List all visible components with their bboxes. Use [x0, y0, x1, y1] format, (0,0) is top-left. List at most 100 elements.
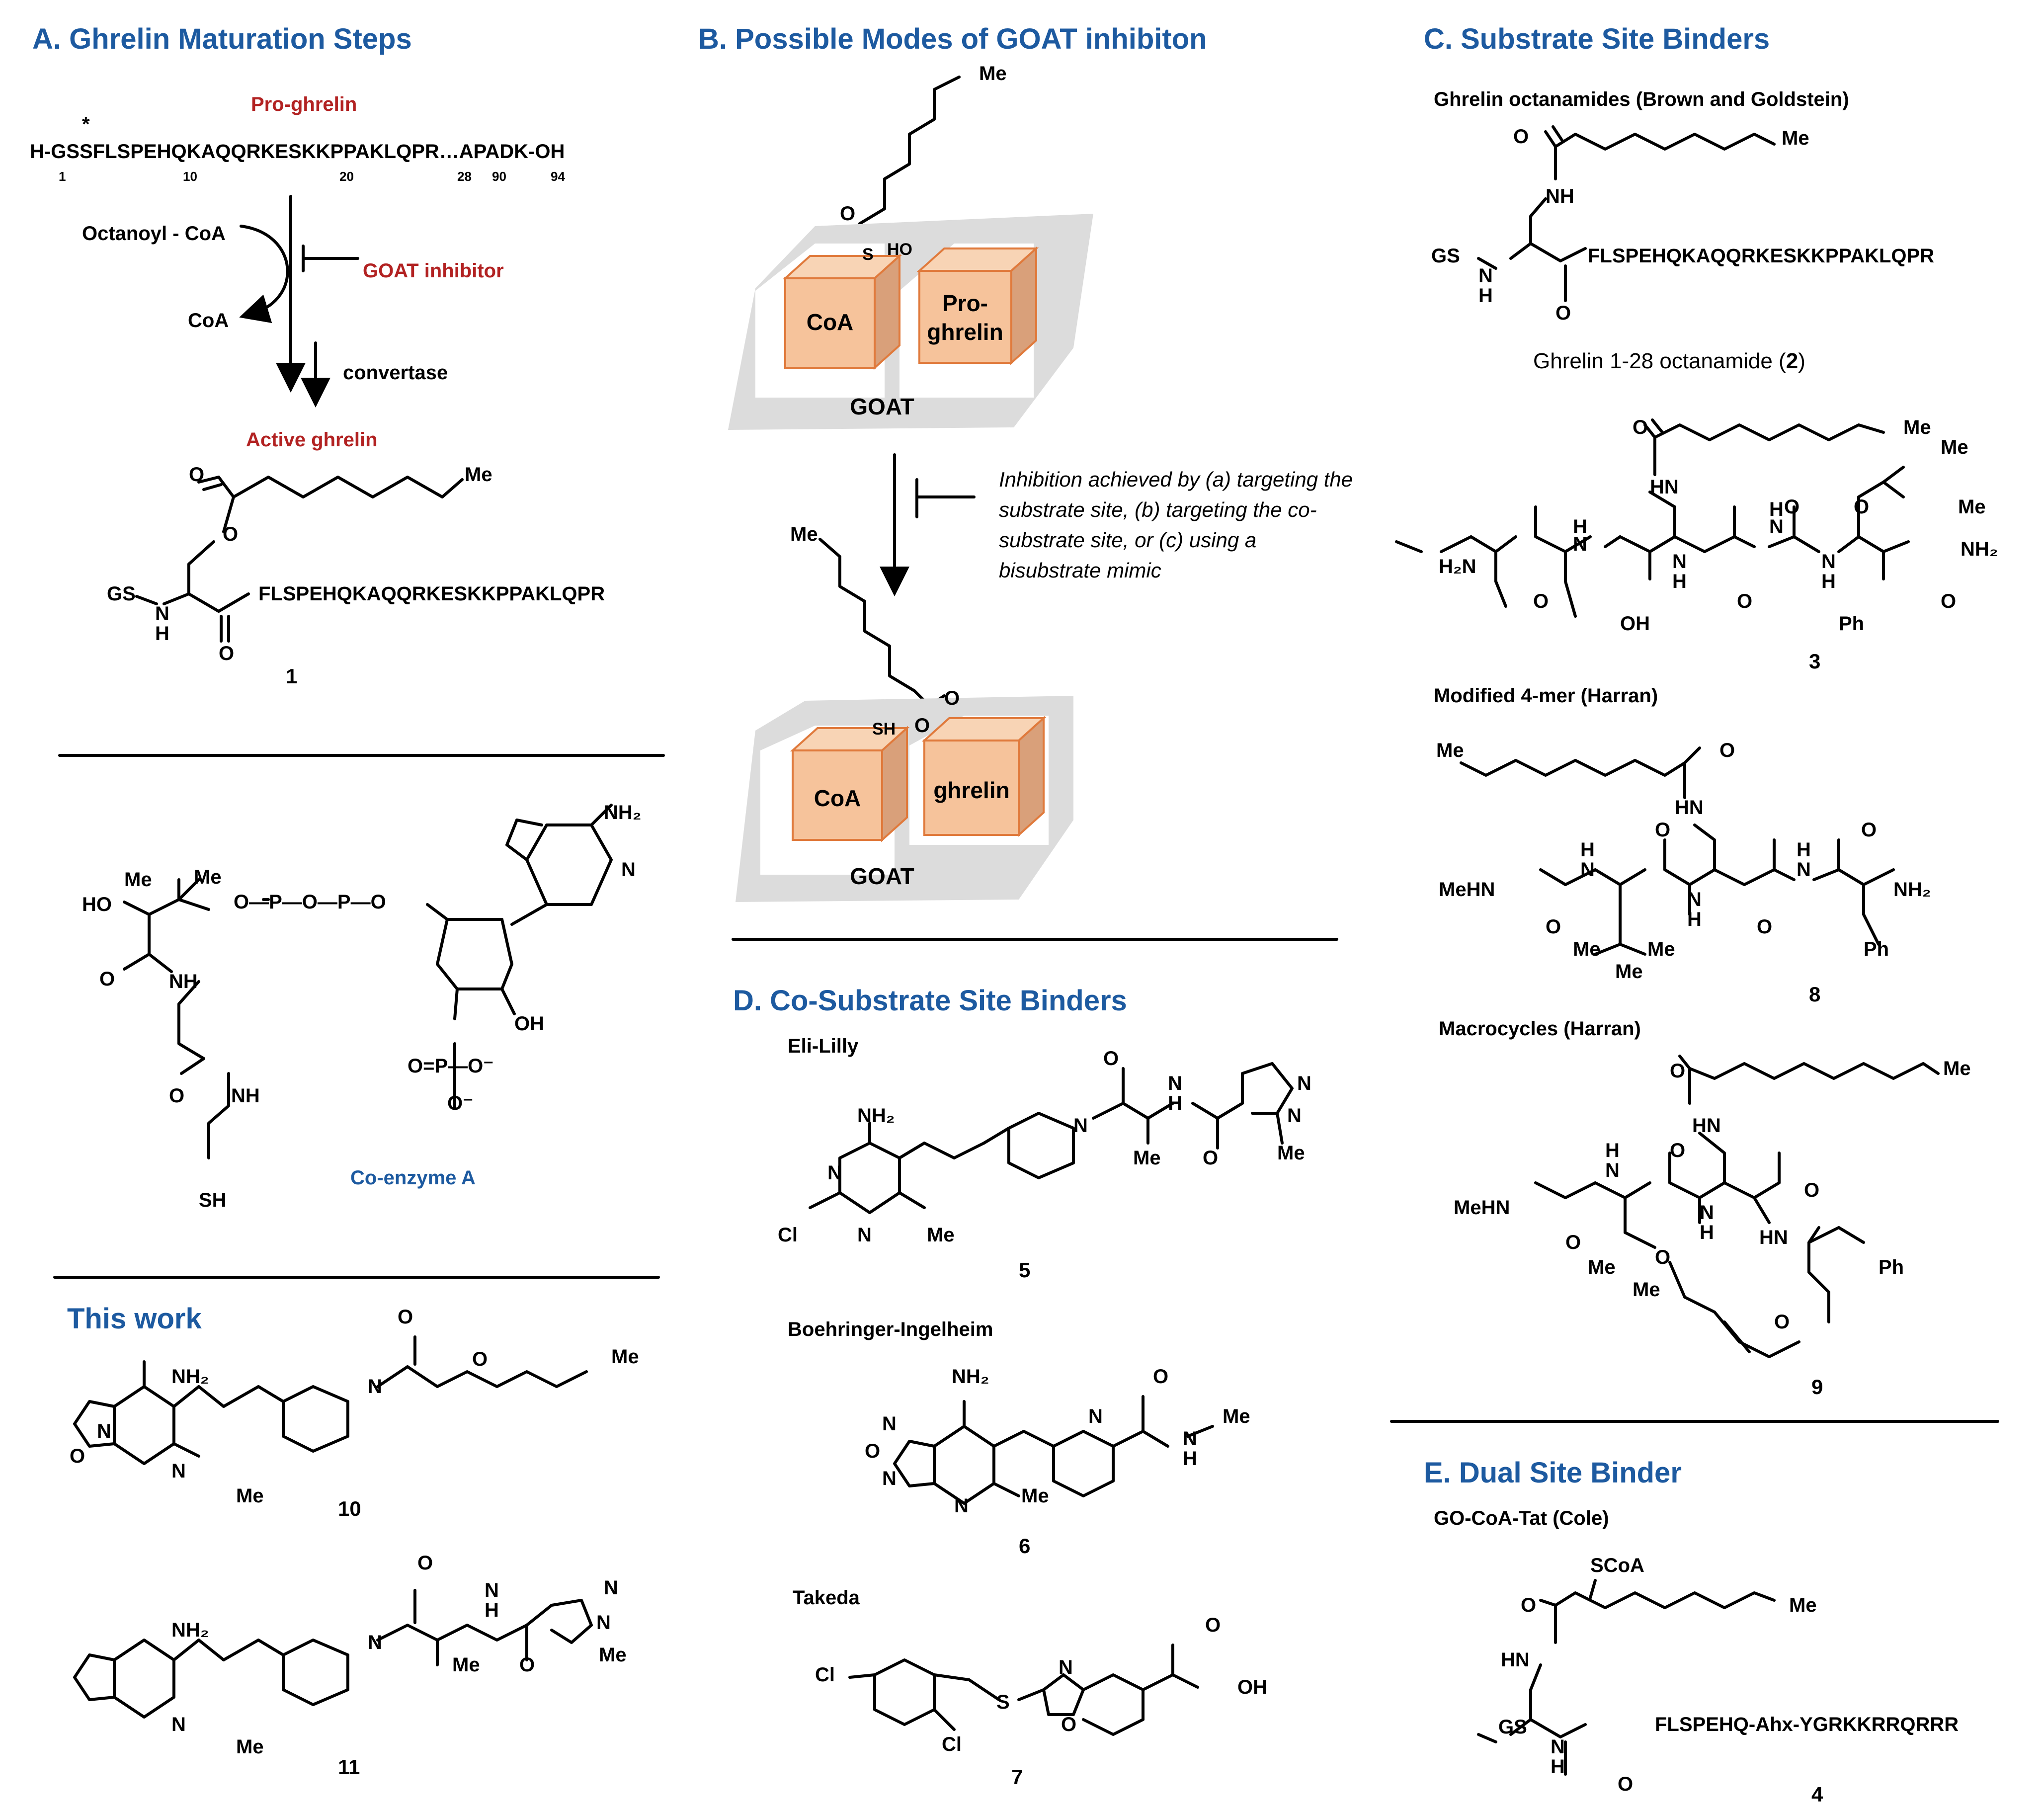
compound-number-10: 10: [338, 1497, 361, 1520]
atom-me: Me: [1436, 740, 1464, 761]
octanoyl-coa-label: Octanoyl - CoA: [82, 223, 226, 245]
atom-me: Me: [1223, 1405, 1250, 1427]
atom-me: Me: [1133, 1147, 1161, 1169]
atom-ho: HO: [887, 240, 912, 259]
atom-nh2: NH₂: [1893, 879, 1931, 901]
atom-o: O: [1555, 302, 1571, 324]
coenzyme-a-bonds: [123, 804, 613, 1159]
atom-o: O: [1061, 1714, 1077, 1735]
atom-s: S: [862, 245, 874, 264]
atom-o: O: [1546, 916, 1561, 938]
panel-e-title: E. Dual Site Binder: [1424, 1457, 1682, 1489]
coa-label: CoA: [188, 310, 229, 331]
atom-o: O: [1670, 1060, 1686, 1082]
bi-label: Boehringer-Ingelheim: [788, 1318, 993, 1340]
atom-o: O: [1854, 496, 1870, 518]
compound-6-bonds: [893, 1395, 1214, 1505]
atom-me: Me: [1573, 938, 1601, 960]
atom-o: O: [1655, 819, 1671, 841]
atom-o: O: [1719, 740, 1735, 761]
coenzyme-a-label: Co-enzyme A: [350, 1167, 476, 1189]
atom-me: Me: [236, 1485, 264, 1507]
atom-nh2: NH₂: [952, 1366, 989, 1388]
atom-me: Me: [1647, 938, 1675, 960]
atom-n: N: [368, 1376, 382, 1398]
takeda-label: Takeda: [793, 1587, 860, 1609]
atom-mehn: MeHN: [1439, 879, 1495, 901]
acyl-transfer-arrow: [239, 225, 289, 324]
atom-me: Me: [465, 464, 492, 486]
oxadiazole-n: N: [97, 1420, 111, 1442]
atom-sh: SH: [199, 1189, 227, 1211]
atom-h2n: H₂N: [1439, 556, 1476, 577]
atom-n: N: [1573, 533, 1587, 555]
atom-h: H: [1605, 1140, 1620, 1161]
compound-11-bonds: [73, 1589, 593, 1719]
compound-number-11: 11: [338, 1755, 360, 1779]
compound-5-bonds: [809, 1062, 1294, 1214]
macrocycles-label: Macrocycles (Harran): [1439, 1018, 1641, 1040]
atom-nh2: NH₂: [171, 1619, 209, 1641]
atom-me: Me: [1633, 1279, 1660, 1301]
atom-n: N: [954, 1495, 969, 1517]
atom-o: O: [1941, 590, 1957, 612]
asterisk-marker: *: [82, 113, 90, 135]
atom-me: Me: [1958, 496, 1986, 518]
atom-gs: GS: [1498, 1716, 1527, 1738]
coa-box-label: CoA: [806, 309, 854, 335]
compound-4-bonds: [1477, 1579, 1776, 1776]
goat-label-bottom: GOAT: [850, 863, 914, 889]
compound-2-bonds: [1477, 125, 1776, 302]
oxadiazole-o: O: [865, 1440, 881, 1462]
atom-me: Me: [1903, 416, 1931, 438]
atom-n: N: [1059, 1656, 1073, 1678]
atom-o: O: [1153, 1366, 1169, 1388]
atom-me: Me: [452, 1654, 480, 1676]
oxadiazole-n: N: [882, 1413, 897, 1435]
atom-oh: OH: [1237, 1676, 1267, 1698]
compound-8-bonds: [1460, 746, 1895, 956]
atom-o: O: [189, 464, 205, 486]
compound-number-4: 4: [1811, 1783, 1823, 1806]
atom-cl: Cl: [942, 1733, 962, 1755]
atom-me: Me: [599, 1644, 627, 1666]
atom-n: N: [604, 1577, 618, 1599]
position-20: 20: [339, 169, 354, 184]
atom-scoa: SCoA: [1590, 1555, 1644, 1576]
atom-ph: Ph: [1864, 938, 1889, 960]
atom-o: O: [1205, 1614, 1221, 1636]
atom-me: Me: [1277, 1142, 1305, 1164]
compound-7-bonds: [848, 1644, 1199, 1736]
atom-o: O: [1784, 496, 1800, 518]
coa-box-label: CoA: [814, 785, 861, 811]
atom-ph: Ph: [1879, 1256, 1904, 1278]
eli-lilly-label: Eli-Lilly: [788, 1035, 859, 1057]
atom-o: O: [914, 715, 930, 737]
atom-o: O: [1861, 819, 1877, 841]
compound-number-6: 6: [1019, 1534, 1031, 1558]
goat-inhibitor-label: GOAT inhibitor: [363, 260, 504, 282]
panel-b-title: B. Possible Modes of GOAT inhibiton: [698, 23, 1207, 55]
compound-2-caption: Ghrelin 1-28 octanamide (2): [1533, 349, 1805, 373]
goat-label-top: GOAT: [850, 394, 914, 419]
atom-me: Me: [236, 1736, 264, 1758]
atom-o: O: [1618, 1773, 1634, 1795]
atom-n: N: [171, 1714, 186, 1735]
atom-hn: HN: [1675, 797, 1704, 819]
atom-o: O: [223, 523, 239, 545]
compound-1-bonds: [135, 476, 464, 643]
active-ghrelin-label: Active ghrelin: [246, 429, 378, 451]
atom-nh: NH: [169, 971, 198, 992]
atom-o: O: [1737, 590, 1753, 612]
goat-enzyme-bottom: [736, 696, 1073, 902]
atom-oh: OH: [514, 1013, 544, 1035]
atom-n: N: [1088, 1405, 1103, 1427]
atom-o: O: [1203, 1147, 1219, 1169]
